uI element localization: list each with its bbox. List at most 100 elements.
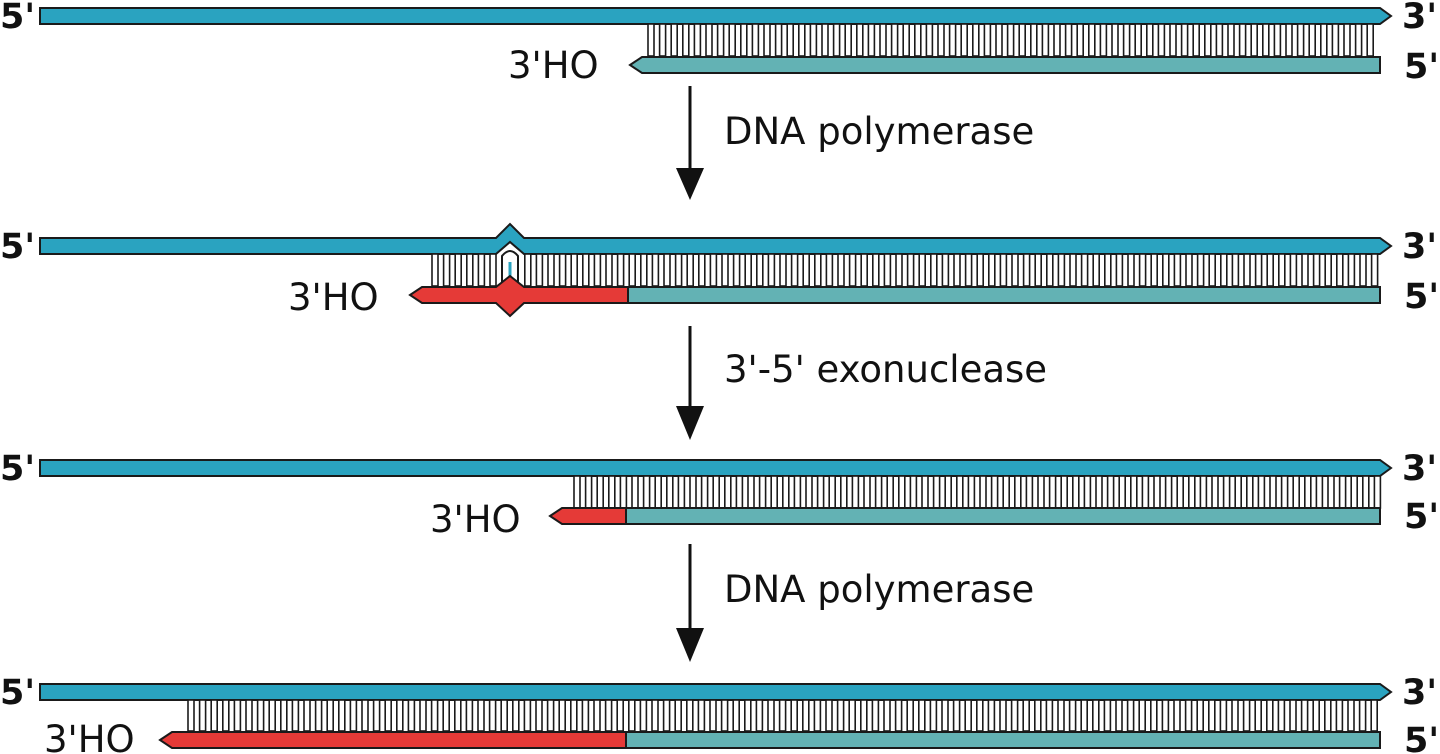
base-pair-rung [442, 699, 451, 732]
base-pair-rung [1127, 253, 1135, 287]
base-pair-rung [732, 699, 741, 732]
base-pair-rung [1266, 699, 1274, 732]
base-pair-rung [917, 699, 926, 732]
three-prime-oh-label: 3'HO [288, 276, 379, 319]
base-pair-rung [837, 253, 845, 287]
panel-after-exonuclease-proofreading: 5' 3' 3'HO 5' [0, 449, 1439, 541]
base-pair-rung [925, 23, 934, 57]
base-pair-rung [431, 253, 439, 287]
base-pair-rung [851, 475, 860, 509]
base-pair-rung [523, 253, 532, 287]
three-prime-label: 3' [1402, 227, 1437, 267]
base-pair-rung [1331, 23, 1340, 57]
base-pair-rung [1324, 253, 1332, 287]
base-pair-rung [1262, 23, 1270, 57]
base-pair-rung [1076, 23, 1084, 57]
base-pair-rung [894, 699, 903, 732]
base-pair-rung [871, 699, 880, 732]
base-pair-rung [1231, 253, 1240, 287]
base-pair-rung [1068, 699, 1077, 732]
base-pair-rung [1196, 699, 1204, 732]
base-pair-rung [983, 23, 992, 57]
base-pair-rung [1362, 475, 1370, 509]
base-pair-rung [1022, 253, 1031, 287]
base-pair-rung [1359, 253, 1367, 287]
base-pair-rung [836, 699, 845, 732]
base-pair-rung [500, 699, 509, 732]
base-pair-rung [1169, 23, 1177, 57]
base-pair-rung [1141, 475, 1150, 509]
base-pair-rung [349, 699, 358, 732]
base-pair-rung [767, 253, 776, 287]
new-synthesis-strand [548, 507, 627, 525]
base-pair-rung [489, 253, 497, 287]
base-pair-rung [372, 699, 381, 732]
base-pair-rung [639, 699, 648, 732]
base-pair-rung [1296, 23, 1305, 57]
base-pair-rung [1030, 23, 1038, 57]
base-pair-rung [987, 699, 996, 732]
base-pair-rung [1080, 699, 1088, 732]
base-pair-rung [964, 699, 973, 732]
base-pair-rung [895, 253, 903, 287]
base-pair-rung [778, 699, 787, 732]
base-pair-rung [976, 253, 985, 287]
base-pair-rung [477, 699, 485, 732]
base-pair-rung [1196, 253, 1205, 287]
base-pair-rung [1146, 23, 1154, 57]
base-pair-rung [964, 253, 973, 287]
panel-primer-template-initial: 5' 3' 3'HO 5' [0, 0, 1439, 87]
base-pair-rung [303, 699, 311, 732]
base-pair-rung [999, 699, 1007, 732]
base-pair-rung [1099, 23, 1108, 57]
base-pair-rung [1184, 699, 1193, 732]
base-pair-rung [453, 699, 462, 732]
base-pairs [573, 475, 1382, 509]
five-prime-label: 5' [1404, 721, 1439, 754]
base-pair-rung [523, 699, 532, 732]
base-pair-rung [1072, 475, 1080, 509]
base-pair-rung [1176, 475, 1184, 509]
base-pair-rung [720, 699, 729, 732]
base-pairs [187, 699, 1378, 732]
base-pair-rung [511, 699, 520, 732]
base-pair-rung [1215, 23, 1224, 57]
five-prime-label: 5' [0, 673, 35, 713]
base-pair-rung [1285, 23, 1293, 57]
base-pair-rung [1115, 699, 1123, 732]
base-pair-rung [619, 475, 628, 509]
base-pair-rung [245, 699, 253, 732]
base-pair-rung [1010, 699, 1019, 732]
base-pair-rung [198, 699, 207, 732]
base-pair-rung [1211, 475, 1219, 509]
base-pair-rung [210, 699, 218, 732]
primer-strand [625, 731, 1381, 749]
base-pair-rung [781, 475, 790, 509]
base-pair-rung [1134, 23, 1142, 57]
base-pair-rung [975, 699, 984, 732]
base-pair-rung [604, 699, 613, 732]
base-pair-rung [596, 475, 605, 509]
primer-strand [625, 507, 1381, 525]
base-pair-rung [1126, 699, 1135, 732]
base-pair-rung [1320, 23, 1328, 57]
base-pair-rung [844, 23, 853, 57]
base-pair-rung [770, 475, 779, 509]
base-pair-rung [187, 699, 195, 732]
base-pair-rung [955, 475, 964, 509]
base-pair-rung [728, 23, 737, 57]
base-pair-rung [1366, 23, 1374, 57]
base-pair-rung [663, 253, 671, 287]
base-pair-rung [488, 699, 497, 732]
base-pair-rung [723, 475, 732, 509]
base-pair-rung [816, 475, 825, 509]
base-pair-rung [570, 253, 579, 287]
base-pair-rung [616, 699, 625, 732]
base-pair-rung [735, 475, 744, 509]
base-pair-rung [739, 23, 748, 57]
step-dna-polymerase: DNA polymerase [676, 544, 1034, 662]
base-pair-rung [1222, 475, 1231, 509]
base-pair-rung [658, 23, 667, 57]
base-pair-rung [944, 475, 953, 509]
